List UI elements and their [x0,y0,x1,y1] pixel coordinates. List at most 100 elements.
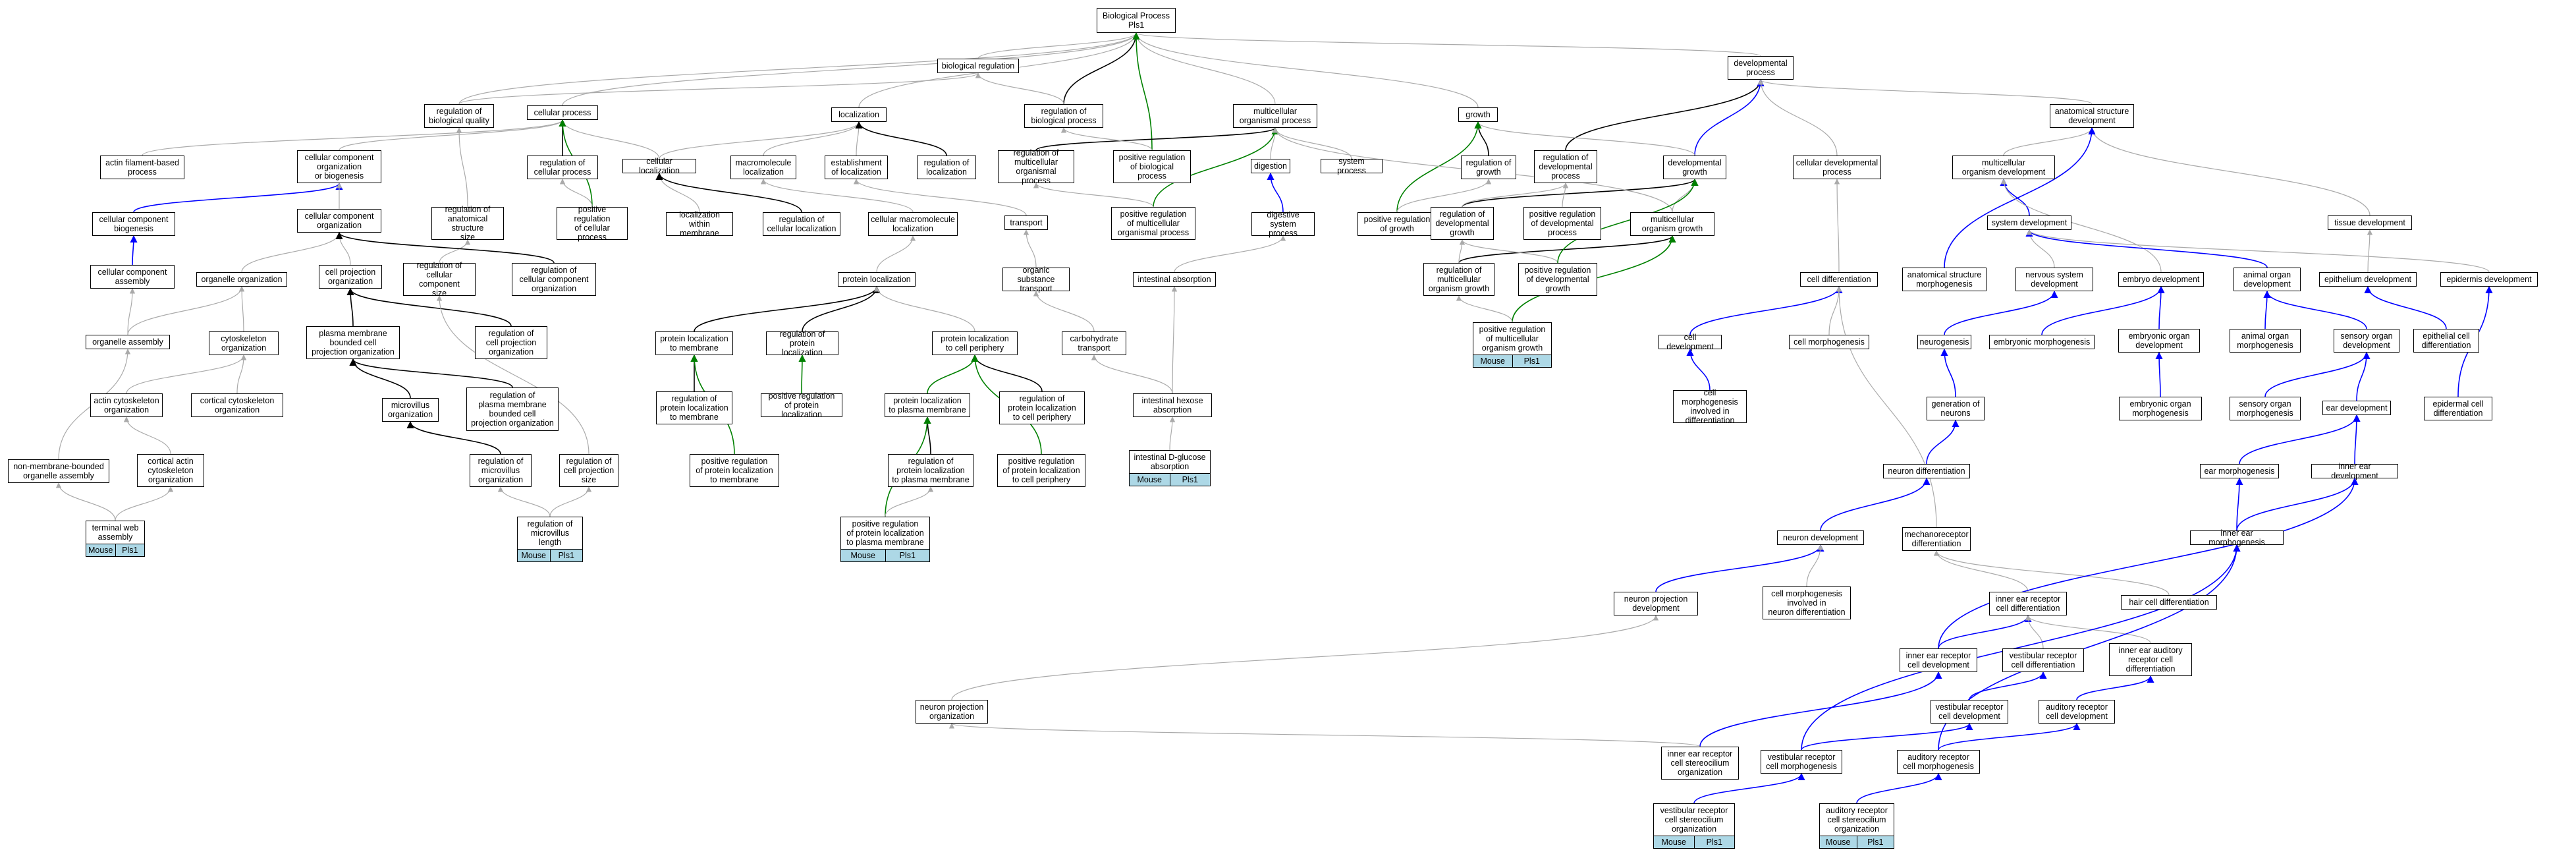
go-term-npd[interactable]: neuron projection development [1614,592,1698,615]
go-term-growth[interactable]: growth [1458,107,1498,122]
go-term-earm[interactable]: ear morphogenesis [2200,464,2279,478]
go-term-sysp[interactable]: system process [1321,157,1383,175]
go-term-lwm[interactable]: localization within membrane [666,210,733,238]
go-term-prdg[interactable]: positive regulation of developmental gro… [1518,263,1597,296]
go-term-eardev[interactable]: ear development [2322,401,2391,415]
go-term-iearcd[interactable]: inner ear auditory receptor cell differe… [2109,643,2192,676]
go-term-bp[interactable]: Biological Process Pls1 [1097,8,1176,33]
go-term-vrcd[interactable]: vestibular receptor cell differentiation [2002,648,2084,672]
go-term-vrcdev[interactable]: vestibular receptor cell development [1931,700,2008,724]
go-term-nmboa[interactable]: non-membrane-bounded organelle assembly [8,459,109,483]
go-term-cco[interactable]: cellular component organization [297,209,381,233]
go-term-cdiff[interactable]: cell differentiation [1800,272,1878,287]
go-term-cdev[interactable]: cell development [1658,333,1722,351]
go-term-rcl[interactable]: regulation of cellular localization [763,212,840,236]
go-term-iercd[interactable]: inner ear receptor cell differentiation [1989,592,2067,615]
go-term-rdg[interactable]: regulation of developmental growth [1431,207,1494,240]
go-term-rcp[interactable]: regulation of cellular process [527,156,598,179]
go-term-ia[interactable]: intestinal absorption [1133,272,1216,287]
go-term-mog[interactable]: multicellular organism growth [1630,212,1714,236]
go-term-asd[interactable]: anatomical structure development [2050,104,2134,128]
go-term-ost[interactable]: organic substance transport [1002,266,1070,293]
go-term-caco[interactable]: cortical actin cytoskeleton organization [137,454,204,487]
go-term-rcps[interactable]: regulation of cell projection size [559,454,618,487]
go-term-cl[interactable]: cellular localization [622,157,696,175]
go-term-idga[interactable]: intestinal D-glucose absorption [1129,450,1211,474]
go-term-neurog[interactable]: neurogenesis [1917,335,1971,349]
go-term-ccso[interactable]: cortical cytoskeleton organization [191,393,283,417]
go-term-rmvo[interactable]: regulation of microvillus organization [470,454,532,487]
go-term-rpl[interactable]: regulation of protein localization [766,329,838,357]
go-term-oa[interactable]: organelle assembly [86,335,170,349]
go-term-rdp[interactable]: regulation of developmental process [1534,150,1597,183]
go-term-rcco[interactable]: regulation of cellular component organiz… [512,263,596,296]
go-term-gon[interactable]: generation of neurons [1927,397,1985,420]
go-term-pltpm[interactable]: protein localization to plasma membrane [885,393,970,417]
go-term-oo[interactable]: organelle organization [196,272,287,287]
go-term-ecd[interactable]: epithelial cell differentiation [2413,329,2479,353]
go-term-rpmbcpo[interactable]: regulation of plasma membrane bounded ce… [466,387,559,431]
go-term-transport[interactable]: transport [1004,215,1048,230]
go-term-cp[interactable]: cellular process [527,105,598,120]
go-term-iercso[interactable]: inner ear receptor cell stereocilium org… [1661,747,1739,780]
go-term-twa[interactable]: terminal web assembly [86,521,145,544]
go-term-eol[interactable]: establishment of localization [825,156,888,179]
go-term-som[interactable]: sensory organ morphogenesis [2230,397,2301,420]
go-term-vrcso[interactable]: vestibular receptor cell stereocilium or… [1653,803,1735,836]
go-term-devp[interactable]: developmental process [1728,56,1794,80]
go-term-rmop[interactable]: regulation of multicellular organismal p… [998,148,1074,185]
go-term-prpltm[interactable]: positive regulation of protein localizat… [690,454,779,487]
go-term-arcm[interactable]: auditory receptor cell morphogenesis [1897,750,1980,774]
go-term-loc[interactable]: localization [831,107,887,122]
go-term-prpltpm[interactable]: positive regulation of protein localizat… [840,517,930,550]
go-term-ccob[interactable]: cellular component organization or bioge… [297,150,381,183]
go-term-pl[interactable]: protein localization [838,272,916,287]
go-term-pltm[interactable]: protein localization to membrane [655,331,733,355]
go-term-cca[interactable]: cellular component assembly [90,265,175,289]
go-term-cdp[interactable]: cellular developmental process [1793,156,1881,179]
go-term-ecdiff[interactable]: epidermal cell differentiation [2424,397,2492,420]
go-term-sod[interactable]: sensory organ development [2334,329,2399,353]
go-term-tisdev[interactable]: tissue development [2328,215,2412,230]
go-term-asm[interactable]: anatomical structure morphogenesis [1902,268,1987,291]
go-term-iha[interactable]: intestinal hexose absorption [1133,393,1212,417]
go-term-mml[interactable]: macromolecule localization [730,156,796,179]
go-term-mrdiff[interactable]: mechanoreceptor differentiation [1902,527,1971,551]
go-term-ccb[interactable]: cellular component biogenesis [92,212,175,236]
go-term-rmog[interactable]: regulation of multicellular organism gro… [1423,263,1494,296]
go-term-prdp[interactable]: positive regulation of developmental pro… [1523,207,1601,240]
go-term-prpl[interactable]: positive regulation of protein localizat… [761,391,842,419]
go-term-rcpo[interactable]: regulation of cell projection organizati… [475,326,547,359]
go-term-iem[interactable]: inner ear morphogenesis [2190,528,2284,547]
go-term-rccs[interactable]: regulation of cellular component size [403,261,476,298]
go-term-mod[interactable]: multicellular organism development [1952,156,2055,179]
go-term-rbp[interactable]: regulation of biological process [1024,104,1103,128]
go-term-rmvl[interactable]: regulation of microvillus length [517,517,583,550]
go-term-rol[interactable]: regulation of localization [917,156,976,179]
go-term-embdev[interactable]: embryo development [2118,272,2204,287]
go-term-ndev[interactable]: neuron development [1777,530,1864,545]
go-term-dig[interactable]: digestion [1251,159,1290,173]
go-term-ndiff[interactable]: neuron differentiation [1883,464,1970,478]
go-term-pltcp[interactable]: protein localization to cell periphery [932,331,1018,355]
go-term-npo[interactable]: neuron projection organization [916,700,988,724]
go-term-prcp[interactable]: positive regulation of cellular process [557,205,628,242]
go-term-rbq[interactable]: regulation of biological quality [424,104,494,128]
go-term-cmdiff[interactable]: cell morphogenesis involved in different… [1673,388,1747,425]
go-term-mop[interactable]: multicellular organismal process [1233,104,1317,128]
go-term-arcso[interactable]: auditory receptor cell stereocilium orga… [1819,803,1894,836]
go-term-mvo[interactable]: microvillus organization [382,398,439,422]
go-term-prmop[interactable]: positive regulation of multicellular org… [1111,207,1195,240]
go-term-aco[interactable]: actin cytoskeleton organization [90,393,163,417]
go-term-cmndiff[interactable]: cell morphogenesis involved in neuron di… [1763,586,1851,619]
go-term-ct[interactable]: carbohydrate transport [1062,331,1126,355]
go-term-rpltpm[interactable]: regulation of protein localization to pl… [888,454,973,487]
go-term-ied[interactable]: inner ear development [2311,462,2398,480]
go-term-pmbcpo[interactable]: plasma membrane bounded cell projection … [306,326,400,359]
go-term-aod[interactable]: animal organ development [2233,268,2301,291]
go-term-arcdev[interactable]: auditory receptor cell development [2039,700,2115,724]
go-term-cmorph[interactable]: cell morphogenesis [1789,335,1869,349]
go-term-prmog[interactable]: positive regulation of multicellular org… [1473,322,1552,355]
go-term-prog[interactable]: positive regulation of growth [1357,212,1437,236]
go-term-iercdev[interactable]: inner ear receptor cell development [1900,648,1977,672]
